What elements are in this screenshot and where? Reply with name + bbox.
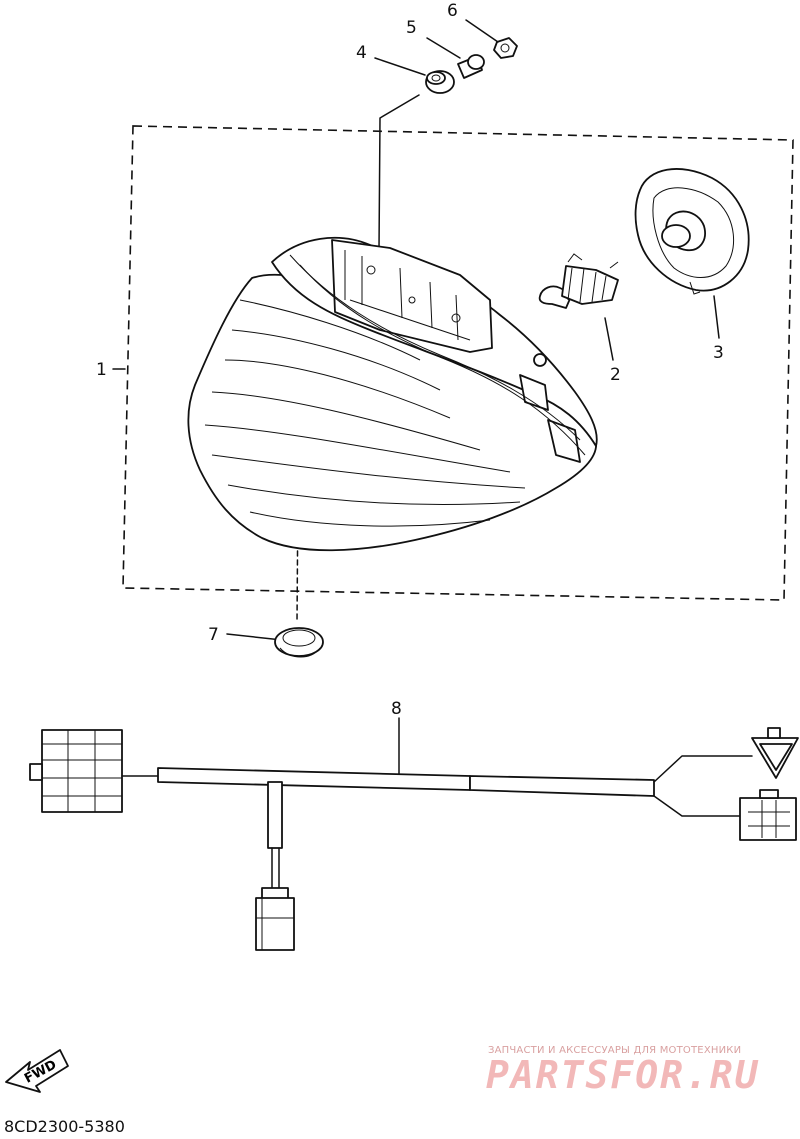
collar-part-5 <box>457 54 485 79</box>
callout-3: 3 <box>713 343 724 363</box>
headlight-assembly-part-1 <box>187 236 598 552</box>
bulb-part-2 <box>538 253 619 309</box>
callout-5: 5 <box>406 18 417 38</box>
callout-1: 1 <box>96 360 107 380</box>
drawing-code: 8CD2300-5380 <box>4 1117 125 1136</box>
watermark-tagline: ЗАПЧАСТИ И АКСЕССУАРЫ ДЛЯ МОТОТЕХНИКИ <box>488 1045 742 1056</box>
watermark-logo: PARTSFOR.RU <box>486 1053 760 1097</box>
wire-harness-part-8 <box>29 727 799 951</box>
grommet-part-7 <box>274 627 324 658</box>
nut-part-6 <box>493 37 518 59</box>
grommet-part-4 <box>425 70 455 94</box>
callout-6: 6 <box>447 1 458 21</box>
callout-4: 4 <box>356 43 367 63</box>
forward-arrow-icon: FWD <box>5 1049 69 1093</box>
callout-2: 2 <box>610 365 621 385</box>
dust-cover-part-3 <box>634 168 750 295</box>
assembly-boundary <box>122 125 794 601</box>
callout-8: 8 <box>391 699 402 719</box>
leader-lines <box>112 19 720 777</box>
callout-7: 7 <box>208 625 219 645</box>
